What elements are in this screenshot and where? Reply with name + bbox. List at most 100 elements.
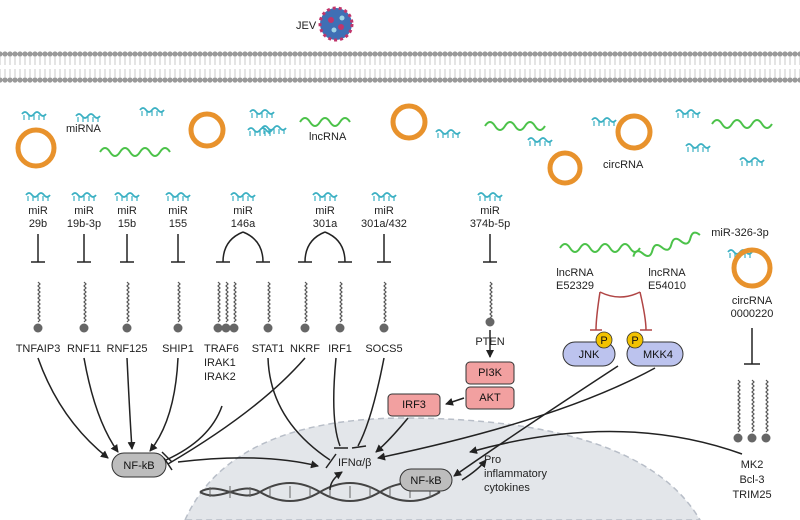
lncrna-e54010: lncRNA E54010 (632, 231, 701, 292)
lipid-head (262, 51, 268, 57)
lipid-head (487, 51, 493, 57)
lipid-head (452, 77, 458, 83)
mirna-icon (527, 137, 553, 146)
lipid-head (47, 77, 53, 83)
lipid-head (757, 77, 763, 83)
nfkb-activation-arrows (37, 357, 319, 471)
ifn-label: IFNα/β (338, 457, 371, 469)
protein-glyph (733, 379, 743, 443)
lipid-head (37, 51, 43, 57)
lipid-head (637, 51, 643, 57)
circ-mir-label: miR-326-3p (711, 227, 768, 239)
lipid-head (217, 51, 223, 57)
cytoplasm-circrna-icons (15, 103, 653, 186)
lipid-head (42, 51, 48, 57)
lipid-head (227, 77, 233, 83)
lipid-head (362, 77, 368, 83)
mirna-icon (591, 117, 617, 126)
regulator-line1: miR (315, 205, 335, 217)
lipid-head (557, 51, 563, 57)
lipid-head (522, 77, 528, 83)
protein-glyph (213, 281, 223, 333)
lipid-head (172, 77, 178, 83)
protein-glyph (33, 281, 43, 333)
lipid-head (777, 51, 783, 57)
lipid-head (127, 51, 133, 57)
mirna-icon (675, 109, 701, 118)
lipid-head (367, 77, 373, 83)
lipid-head (2, 77, 8, 83)
lipid-head (247, 77, 253, 83)
lipid-head (432, 51, 438, 57)
lipid-head (652, 51, 658, 57)
regulator-line1: miR (168, 205, 188, 217)
lipid-head (722, 51, 728, 57)
lipid-head (312, 77, 318, 83)
lipid-head (527, 77, 533, 83)
lncrna-label: lncRNA (309, 131, 347, 143)
lipid-head (627, 77, 633, 83)
lipid-head (52, 51, 58, 57)
lipid-head (702, 51, 708, 57)
lipid-head (587, 77, 593, 83)
lipid-head (532, 51, 538, 57)
target-tnfaip3: TNFAIP3 (16, 343, 61, 355)
nfkb-cyto-label: NF-kB (123, 460, 154, 472)
regulator-line1: miR (117, 205, 137, 217)
lipid-head (472, 77, 478, 83)
lipid-head (127, 77, 133, 83)
regulator-line2: 374b-5p (470, 218, 510, 230)
lipid-head (407, 51, 413, 57)
lipid-head (387, 51, 393, 57)
lipid-head (257, 51, 263, 57)
lipid-head (307, 77, 313, 83)
lipid-head (597, 77, 603, 83)
lipid-head (0, 77, 3, 83)
lipid-head (512, 51, 518, 57)
lipid-head (487, 77, 493, 83)
lipid-head (467, 51, 473, 57)
lipid-head (447, 51, 453, 57)
lipid-head (282, 51, 288, 57)
lipid-head (32, 77, 38, 83)
lipid-head (797, 77, 800, 83)
lipid-head (67, 51, 73, 57)
lipid-head (152, 51, 158, 57)
lipid-head (602, 77, 608, 83)
lipid-head (297, 51, 303, 57)
lipid-head (202, 77, 208, 83)
lipid-head (152, 77, 158, 83)
lipid-head (472, 51, 478, 57)
lipid-head (37, 77, 43, 83)
lipid-head (757, 51, 763, 57)
lipid-head (402, 51, 408, 57)
lipid-head (352, 51, 358, 57)
lipid-head (17, 77, 23, 83)
pro-line1: Pro (484, 454, 501, 466)
lipid-head (552, 77, 558, 83)
lipid-head (677, 77, 683, 83)
lipid-head (477, 51, 483, 57)
jnk-phospho: P (600, 335, 607, 347)
lipid-head (752, 51, 758, 57)
lipid-head (607, 77, 613, 83)
circ-line1: circRNA (732, 295, 773, 307)
lipid-head (327, 51, 333, 57)
lipid-head (267, 77, 273, 83)
mirna-icon (230, 192, 256, 201)
lipid-head (667, 77, 673, 83)
nfkb-nucleus-node: NF-kB (399, 468, 453, 492)
lipid-head (102, 51, 108, 57)
lipid-head (562, 51, 568, 57)
lipid-head (147, 77, 153, 83)
lipid-head (2, 51, 8, 57)
lipid-head (362, 51, 368, 57)
lipid-head (287, 77, 293, 83)
lipid-head (642, 77, 648, 83)
lipid-head (737, 77, 743, 83)
lipid-head (202, 51, 208, 57)
target-socs5: SOCS5 (365, 343, 402, 355)
